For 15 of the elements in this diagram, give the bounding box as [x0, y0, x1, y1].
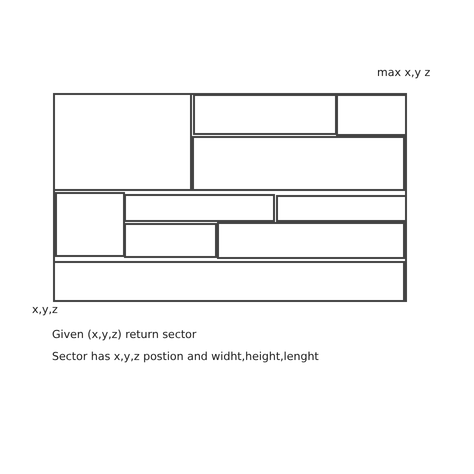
sector-box	[217, 222, 405, 259]
sector-box	[124, 223, 217, 258]
sector-box	[53, 261, 405, 302]
container-box	[53, 93, 407, 302]
sector-box	[55, 192, 125, 257]
sector-box	[53, 93, 192, 191]
sector-box	[192, 136, 405, 191]
sector-box	[193, 94, 337, 135]
corner-label: x,y,z	[32, 303, 58, 316]
sector-box	[336, 94, 407, 136]
sector-box	[124, 194, 275, 222]
corner-label: max x,y z	[377, 66, 430, 80]
sector-box	[276, 195, 407, 222]
note-text: Given (x,y,z) return sector	[52, 328, 196, 342]
note-text: Sector has x,y,z postion and widht,height,lenght	[52, 350, 319, 364]
